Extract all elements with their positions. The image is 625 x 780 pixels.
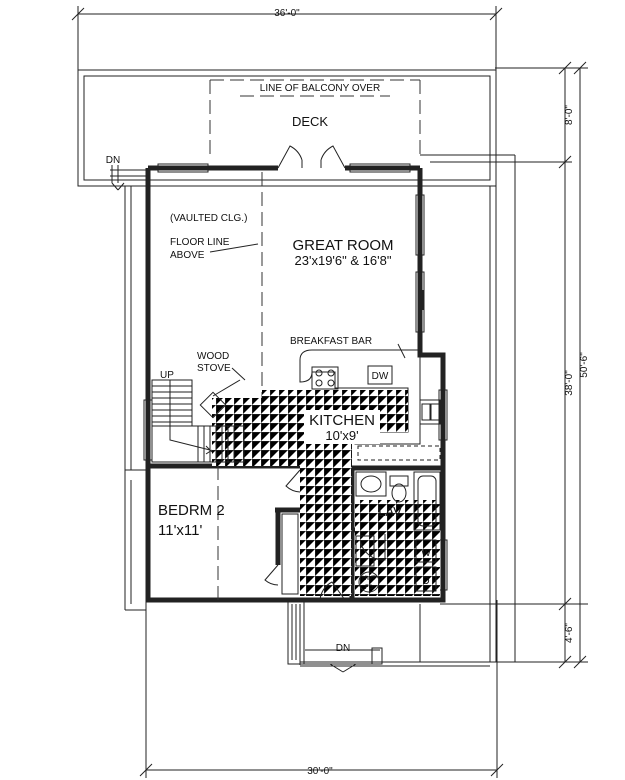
kitchen-label: KITCHEN — [309, 412, 375, 429]
linen-closet — [355, 535, 375, 567]
deck-down-label: DN — [106, 155, 120, 166]
floor-line-above-label: ABOVE — [170, 250, 205, 261]
bottom-dimension-line: 30'-0" — [139, 600, 504, 778]
cooktop — [311, 366, 339, 390]
front-porch-stairs — [287, 599, 383, 673]
floor-line-leader — [209, 243, 259, 253]
deck-stairs — [111, 165, 125, 191]
porch-down-label: DN — [336, 643, 350, 654]
dryer-label: D — [422, 576, 429, 587]
wood-stove-label-2: STOVE — [197, 363, 231, 374]
bedroom-size: 11'x11' — [158, 522, 203, 539]
top-dimension-line: 36'-0" — [71, 6, 503, 70]
wood-stove-leader — [231, 367, 246, 381]
dishwasher-label: DW — [372, 371, 389, 382]
toilet-bowl — [391, 483, 407, 503]
total-depth-dimension: 50'-6" — [579, 352, 590, 378]
bottom-width-dimension: 30'-0" — [307, 766, 333, 777]
kitchen-size: 10'x9' — [325, 428, 358, 443]
breakfast-bar-leader — [397, 343, 406, 359]
bathtub — [413, 471, 441, 531]
washer-label: W — [421, 548, 431, 559]
washer — [415, 539, 437, 563]
toilet-tank — [389, 475, 409, 487]
bedroom-door[interactable] — [264, 564, 279, 586]
bedroom-label: BEDRM 2 — [158, 502, 225, 519]
wood-stove — [199, 391, 227, 419]
water-heater-label: HWT — [362, 576, 376, 582]
windows — [143, 163, 448, 591]
entry-door[interactable] — [319, 581, 346, 601]
bedroom-closet — [281, 513, 299, 595]
right-dimension-lines: 8'-0" 38'-0" 50'-6" 4'-6" — [420, 61, 590, 669]
great-room-size: 23'x19'6" & 16'8" — [295, 253, 392, 268]
great-room-label: GREAT ROOM — [292, 237, 393, 254]
dryer — [415, 566, 437, 592]
refrigerator-space — [357, 445, 441, 461]
house-depth-dimension: 38'-0" — [564, 370, 575, 396]
lav-vanity — [355, 471, 387, 497]
furnace-label: FD — [365, 585, 374, 591]
floor-line-label: FLOOR LINE — [170, 237, 230, 248]
wood-stove-label: WOOD — [197, 351, 229, 362]
deck-depth-dimension: 8'-0" — [564, 105, 575, 125]
hall-door[interactable] — [285, 469, 301, 493]
tile-floor — [212, 390, 440, 596]
stairs-up-label: UP — [160, 370, 174, 381]
balcony-label: LINE OF BALCONY OVER — [260, 83, 380, 94]
balcony-line — [209, 79, 421, 158]
staircase — [151, 379, 245, 463]
water-heater — [358, 571, 380, 593]
vaulted-ceiling-label: (VAULTED CLG.) — [170, 213, 247, 224]
deck-french-doors[interactable] — [277, 145, 346, 169]
kitchen-sink — [419, 399, 441, 425]
dishwasher — [367, 365, 393, 385]
top-width-dimension: 36'-0" — [274, 8, 300, 19]
breakfast-bar-label: BREAKFAST BAR — [290, 336, 372, 347]
deck-label: DECK — [292, 114, 328, 129]
deck-outline — [77, 69, 516, 667]
lav-label: LAV — [378, 504, 402, 519]
porch-depth-dimension: 4'-6" — [564, 623, 575, 643]
lav-door[interactable] — [359, 534, 386, 561]
kitchen-label-bg — [304, 410, 380, 444]
lav-sink — [360, 475, 382, 493]
